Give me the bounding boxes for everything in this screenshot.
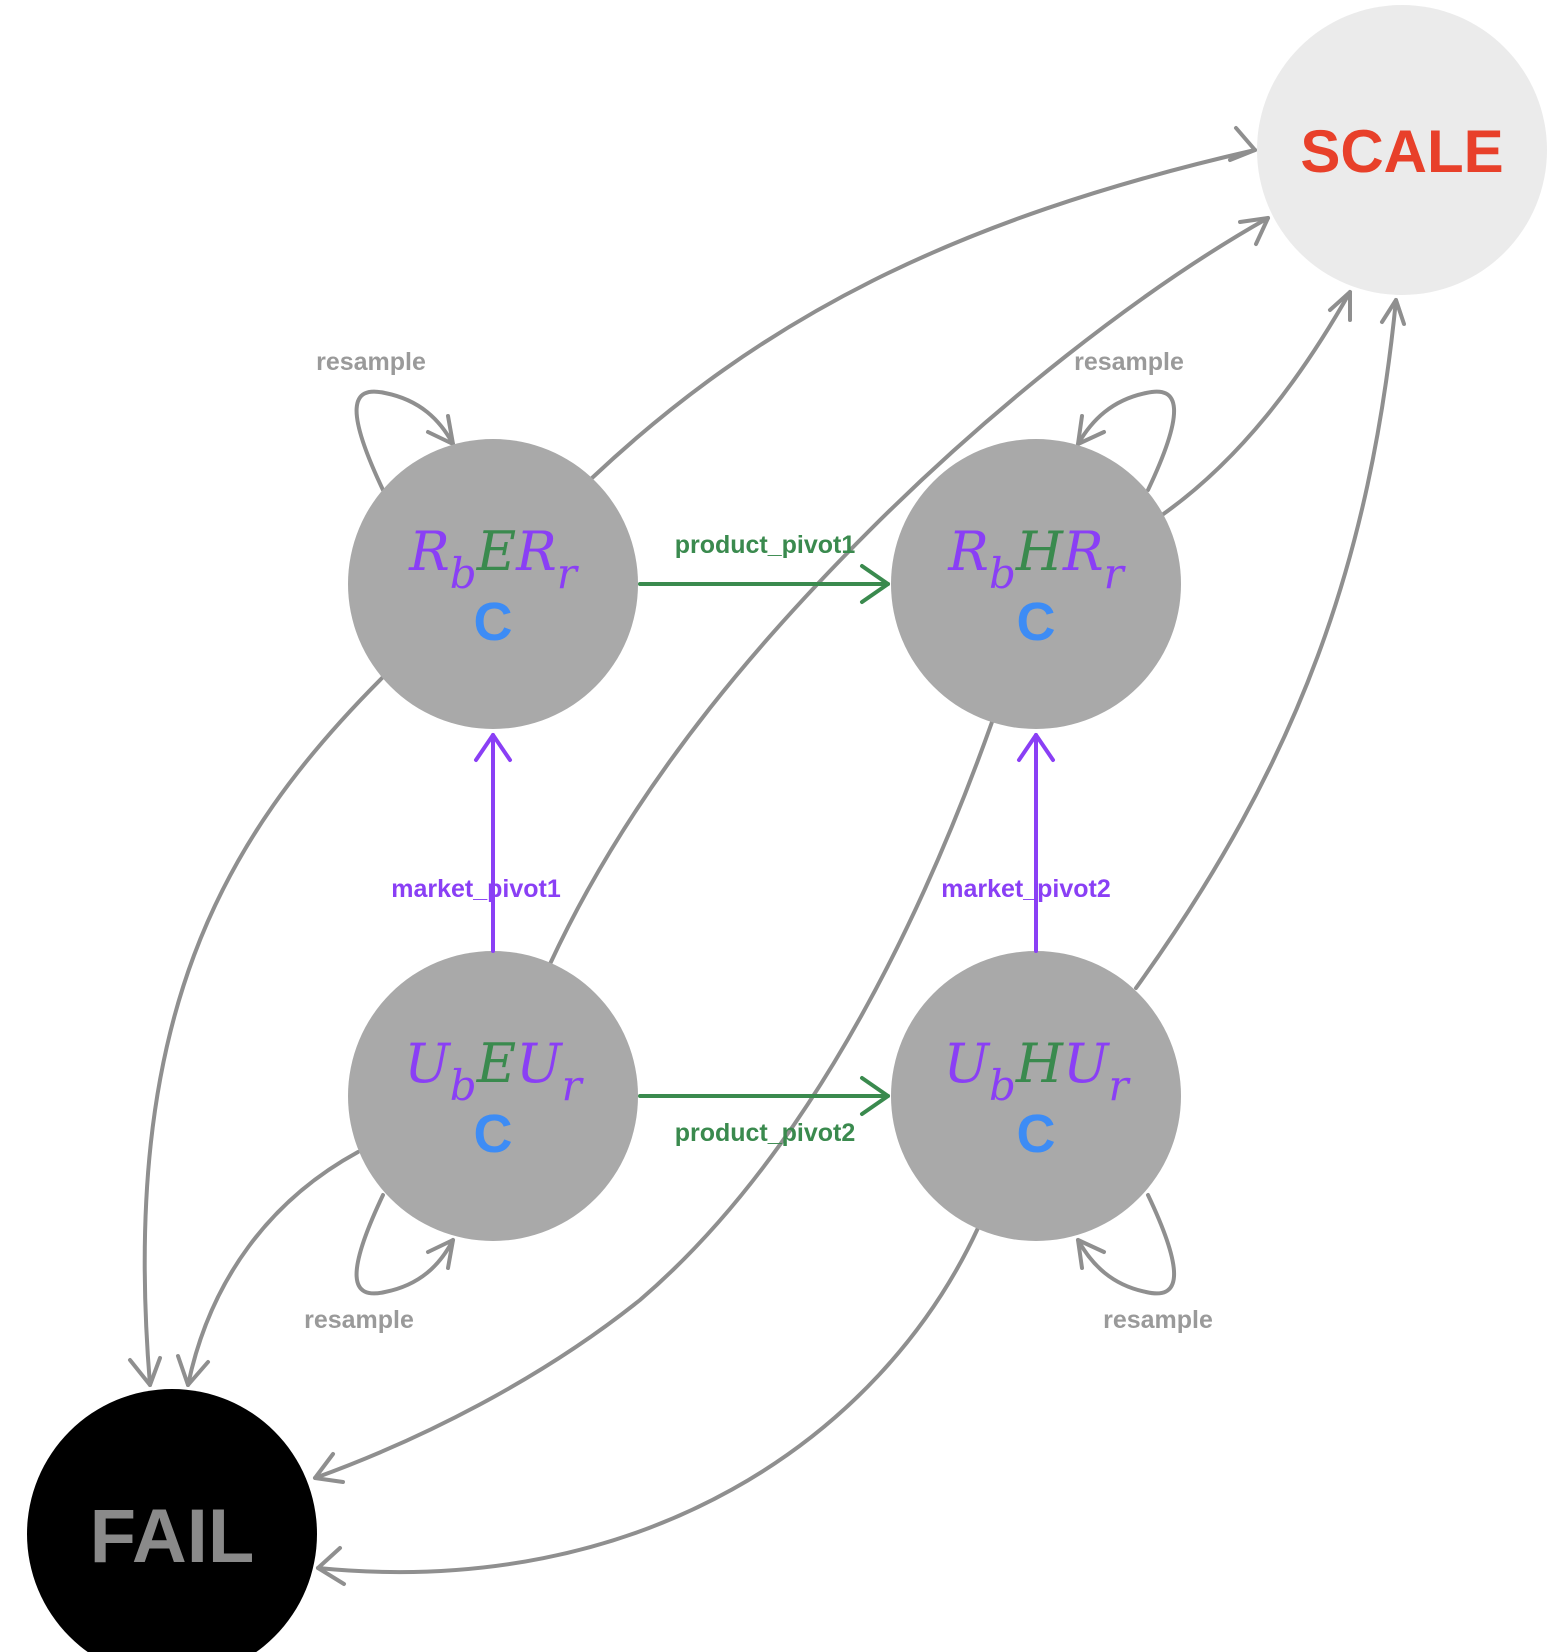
label-product-pivot2: product_pivot2 [675,1119,856,1147]
arrowhead-ubhu-to-fail [316,1546,346,1586]
node-rber-circle [348,439,638,729]
node-ubhu-circle [891,951,1181,1241]
node-rbhr[interactable]: RbHRr C [891,439,1181,729]
label-resample-rber: resample [316,348,426,376]
node-rbhr-badge: C [1017,592,1056,652]
node-rbhr-formula: RbHRr [947,520,1126,598]
arrowhead-self-loop-rber [426,414,455,446]
edge-ubeu-to-fail [186,1150,360,1387]
edge-ubeu-to-scale [548,216,1270,966]
self-loop-rbhr [1076,389,1177,492]
node-scale[interactable]: SCALE [1257,5,1547,295]
node-ubhu-formula: UbHUr [943,1032,1131,1110]
arrowhead-rbhr-to-scale [1328,290,1352,322]
arrowhead-self-loop-ubhu [1076,1238,1106,1270]
node-fail[interactable]: FAIL [27,1389,317,1652]
gray-edges [128,126,1406,1586]
arrowhead-rber-to-fail [128,1356,162,1387]
arrowhead-ubeu-to-scale [1238,216,1270,246]
edge-rber-to-fail [142,676,384,1387]
edge-labels: product_pivot1 product_pivot2 market_piv… [304,348,1213,1334]
arrowhead-market-pivot1 [474,733,512,762]
label-market-pivot1: market_pivot1 [391,875,561,903]
label-resample-ubhu: resample [1103,1306,1213,1334]
node-rber-formula: RbERr [408,520,580,598]
label-product-pivot1: product_pivot1 [675,531,856,559]
node-ubeu-formula: UbEUr [404,1032,584,1110]
arrowhead-product-pivot1 [860,564,890,604]
self-loop-ubhu [1076,1193,1177,1296]
label-resample-ubeu: resample [304,1306,414,1334]
self-loop-rber [354,389,455,492]
node-scale-circle [1257,5,1547,295]
node-ubhu-badge: C [1017,1104,1056,1164]
arrowhead-product-pivot2 [860,1076,890,1116]
node-rbhr-circle [891,439,1181,729]
arrowhead-self-loop-rbhr [1076,414,1106,446]
arrowhead-rber-to-scale [1228,126,1257,162]
self-loop-ubeu [354,1193,455,1296]
arrowhead-ubhu-to-scale [1380,298,1406,326]
arrowhead-market-pivot2 [1017,733,1055,762]
node-fail-circle [27,1389,317,1652]
node-ubeu-circle [348,951,638,1241]
arrowhead-rbhr-to-fail [313,1452,345,1484]
edge-rbhr-to-scale [1160,290,1352,517]
edge-ubhu-to-scale [1134,298,1398,990]
node-rber-badge: C [474,592,513,652]
node-ubhu[interactable]: UbHUr C [891,951,1181,1241]
edge-rbhr-to-fail [313,720,994,1480]
node-fail-label: FAIL [90,1494,255,1579]
node-rber[interactable]: RbERr C [348,439,638,729]
label-market-pivot2: market_pivot2 [941,875,1111,903]
node-scale-label: SCALE [1300,118,1503,185]
pivot-edges [474,564,1055,1116]
arrowhead-self-loop-ubeu [426,1238,455,1270]
arrowhead-ubeu-to-fail [176,1354,210,1387]
node-ubeu[interactable]: UbEUr C [348,951,638,1241]
edge-ubhu-to-fail [316,1226,980,1574]
node-ubeu-badge: C [474,1104,513,1164]
edge-rber-to-scale [590,148,1257,480]
label-resample-rbhr: resample [1074,348,1184,376]
